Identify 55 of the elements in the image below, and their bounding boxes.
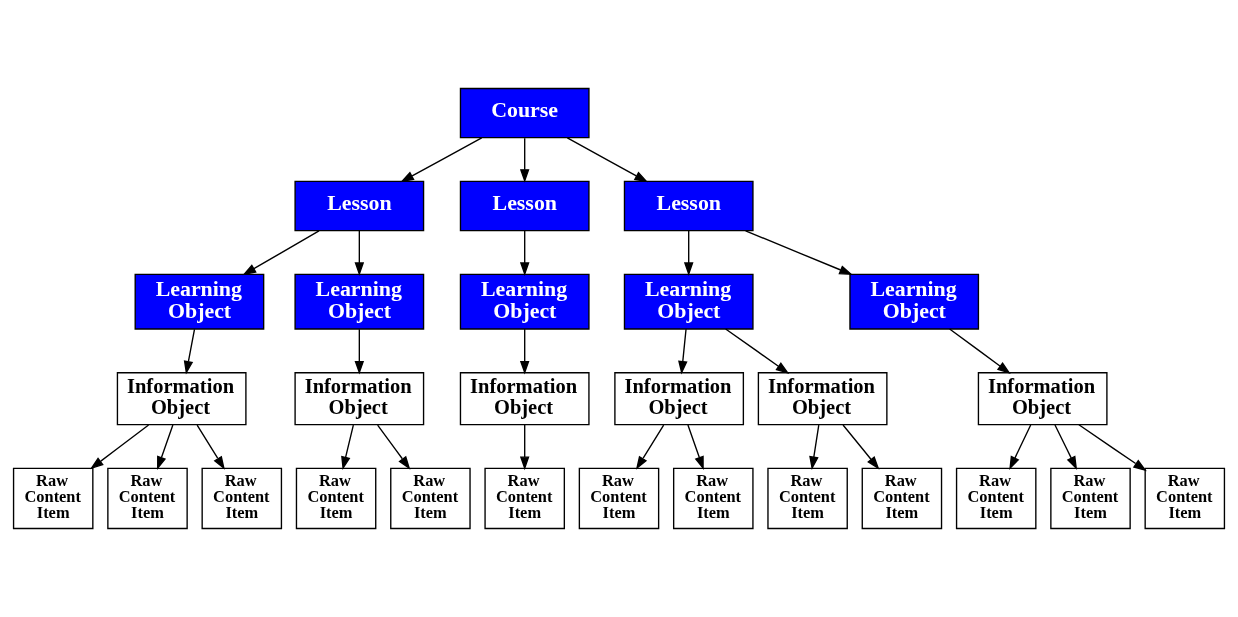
node-box: Raw Content Item — [673, 467, 754, 530]
node-box: Raw Content Item — [1050, 467, 1131, 530]
arrow — [809, 424, 820, 471]
node-box: Raw Content Item — [484, 467, 565, 530]
arrow — [196, 424, 225, 470]
node-box: Raw Content Item — [390, 467, 471, 530]
arrow — [744, 230, 853, 276]
node-box: Lesson — [623, 180, 754, 232]
arrow — [1054, 424, 1078, 470]
arrow — [948, 328, 1011, 374]
node-box: Raw Content Item — [201, 467, 283, 530]
arrow — [157, 424, 174, 471]
arrow — [354, 230, 365, 276]
arrow — [1078, 424, 1147, 472]
node-box: Raw Content Item — [295, 467, 377, 530]
node-box: Information Object — [757, 372, 888, 426]
arrow — [1009, 424, 1032, 470]
node-box: Raw Content Item — [955, 467, 1037, 530]
node-box: Lesson — [294, 180, 425, 232]
node-box: Learning Object — [134, 273, 265, 330]
arrow — [724, 328, 790, 374]
arrow — [519, 137, 530, 183]
node-box: Raw Content Item — [12, 467, 94, 530]
node-box: Learning Object — [459, 273, 590, 330]
node-box: Information Object — [977, 372, 1108, 426]
node-box: Raw Content Item — [767, 467, 848, 530]
node-box: Lesson — [459, 180, 590, 232]
arrow — [687, 424, 704, 471]
arrow — [635, 424, 665, 470]
arrow — [354, 328, 365, 375]
node-box: Raw Content Item — [861, 467, 943, 530]
node-box: Raw Content Item — [107, 467, 188, 530]
arrow — [183, 328, 196, 375]
node-box: Learning Object — [294, 273, 425, 330]
arrow — [242, 230, 320, 276]
node-box: Raw Content Item — [1144, 467, 1226, 530]
node-box: Information Object — [294, 372, 425, 426]
arrow — [566, 137, 649, 183]
node-box: Information Object — [116, 372, 247, 426]
node-box: Learning Object — [623, 273, 754, 330]
node-box: Raw Content Item — [578, 467, 660, 530]
node-box: Learning Object — [849, 273, 980, 330]
arrow — [519, 424, 530, 471]
arrow — [842, 424, 880, 470]
arrow — [341, 424, 355, 471]
arrow — [519, 328, 530, 375]
arrow — [400, 137, 483, 183]
arrow — [678, 328, 688, 375]
arrow — [376, 424, 411, 470]
arrow — [683, 230, 694, 276]
node-box: Information Object — [459, 372, 590, 426]
arrow — [90, 424, 150, 470]
node-box: Information Object — [614, 372, 745, 426]
arrow — [519, 230, 530, 276]
node-box: Course — [459, 87, 590, 139]
